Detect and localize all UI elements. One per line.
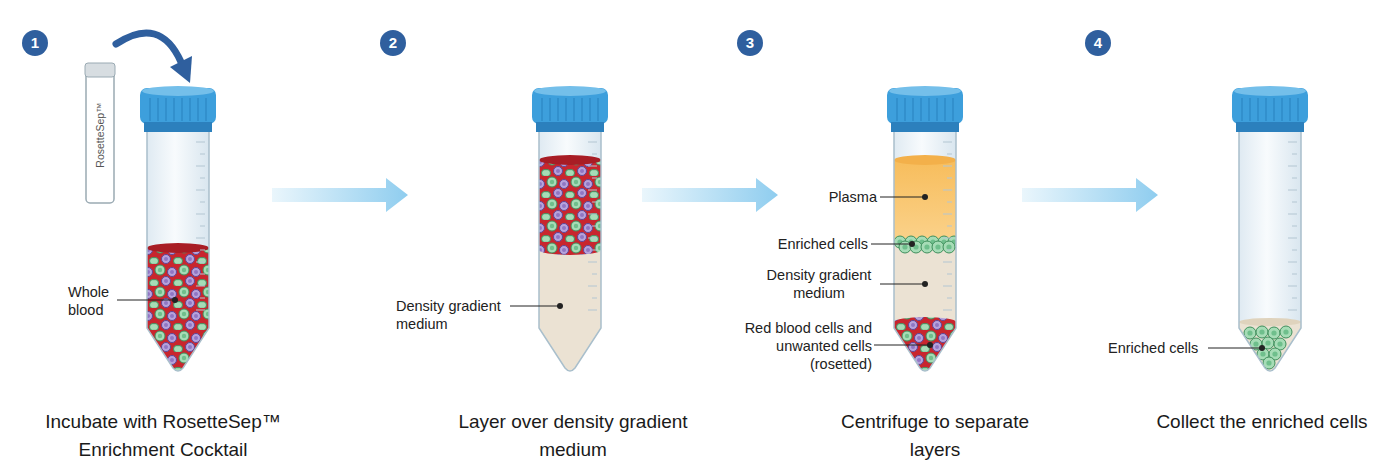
- tube-glass: [1239, 128, 1301, 371]
- tube-outline: [894, 128, 956, 371]
- pour-arrow: [116, 33, 181, 62]
- leader-line: [880, 197, 925, 198]
- callout-number: 4: [1085, 30, 1111, 56]
- enriched-cell: [899, 241, 911, 253]
- leader-lines: [117, 197, 1262, 348]
- tube-whole-blood: [140, 86, 216, 380]
- callout-number: 1: [22, 30, 48, 56]
- tube-outline: [1239, 128, 1301, 371]
- enriched-cell: [921, 241, 933, 253]
- leader-dot: [922, 194, 928, 200]
- plasma-layer: [893, 160, 957, 246]
- leader-dots: [172, 194, 1265, 351]
- callout-label: Whole blood: [68, 283, 124, 319]
- reagent-vial: [85, 63, 115, 203]
- callout-label: Red blood cells and unwanted cells (rose…: [733, 319, 872, 373]
- leader-line: [880, 284, 925, 285]
- flow-arrow: [642, 178, 778, 212]
- process-step: Collect the enriched cells: [1158, 20, 1388, 370]
- enriched-cell: [1256, 326, 1268, 338]
- callout-label: Density gradient medium: [396, 297, 516, 333]
- pellet-surface: [894, 317, 956, 327]
- enriched-cell: [1280, 326, 1292, 338]
- leader-line: [117, 300, 175, 301]
- step-caption: Centrifuge to separate layers: [820, 408, 1050, 464]
- leader-line: [510, 306, 560, 307]
- step-caption: Collect the enriched cells: [1132, 408, 1392, 436]
- blood-bottom: [539, 245, 601, 255]
- enriched-cell: [910, 241, 922, 253]
- vial-body: [86, 68, 114, 203]
- callout-label: Enriched cells: [1108, 339, 1213, 357]
- tube-collected: [1232, 86, 1308, 380]
- step-caption: Layer over density gradient medium: [443, 408, 703, 464]
- leader-dot: [1259, 345, 1265, 351]
- leader-line: [1208, 348, 1262, 349]
- leader-dot: [922, 281, 928, 287]
- tube-graduations: [196, 142, 205, 310]
- enriched-cell: [932, 241, 944, 253]
- tube-cap: [1232, 86, 1308, 132]
- tube-centrifuged: [887, 86, 963, 380]
- leader-dot: [927, 342, 933, 348]
- density-medium: [538, 250, 602, 380]
- pellet-surface: [1239, 318, 1301, 326]
- leader-line: [874, 345, 930, 346]
- tube-outline: [539, 128, 601, 371]
- callout-label: Enriched cells: [748, 235, 868, 253]
- callout-number: 2: [380, 30, 406, 56]
- tube-cap: [887, 86, 963, 132]
- blood-surface: [539, 155, 601, 165]
- vial-label: RosetteSep™: [92, 80, 108, 190]
- step-caption: Incubate with RosetteSep™ Enrichment Coc…: [33, 408, 293, 464]
- leader-dot: [909, 241, 915, 247]
- process-step: Centrifuge to separate layers: [778, 20, 1022, 370]
- leader-dot: [557, 303, 563, 309]
- tube-graduations: [943, 142, 952, 310]
- tube-outline: [147, 128, 209, 371]
- blood-surface: [147, 243, 209, 253]
- tube-cap: [532, 86, 608, 132]
- pour-arrowhead: [170, 56, 192, 83]
- callout-label: Plasma: [777, 188, 877, 206]
- flow-arrow: [1022, 178, 1158, 212]
- leader-dot: [172, 297, 178, 303]
- vial-cap: [85, 63, 115, 77]
- callout-number: 3: [737, 30, 763, 56]
- tube-graduations: [588, 142, 597, 310]
- tube-cap: [140, 86, 216, 132]
- tube-graduations: [1288, 142, 1297, 310]
- blood-fill: [146, 248, 210, 380]
- flow-arrow: [272, 178, 408, 212]
- tube-layered: [532, 86, 608, 380]
- enriched-cell: [943, 241, 955, 253]
- blood-fill: [538, 160, 602, 250]
- leader-line: [871, 244, 912, 245]
- plasma-surface: [894, 155, 956, 165]
- callout-label: Density gradient medium: [760, 266, 878, 302]
